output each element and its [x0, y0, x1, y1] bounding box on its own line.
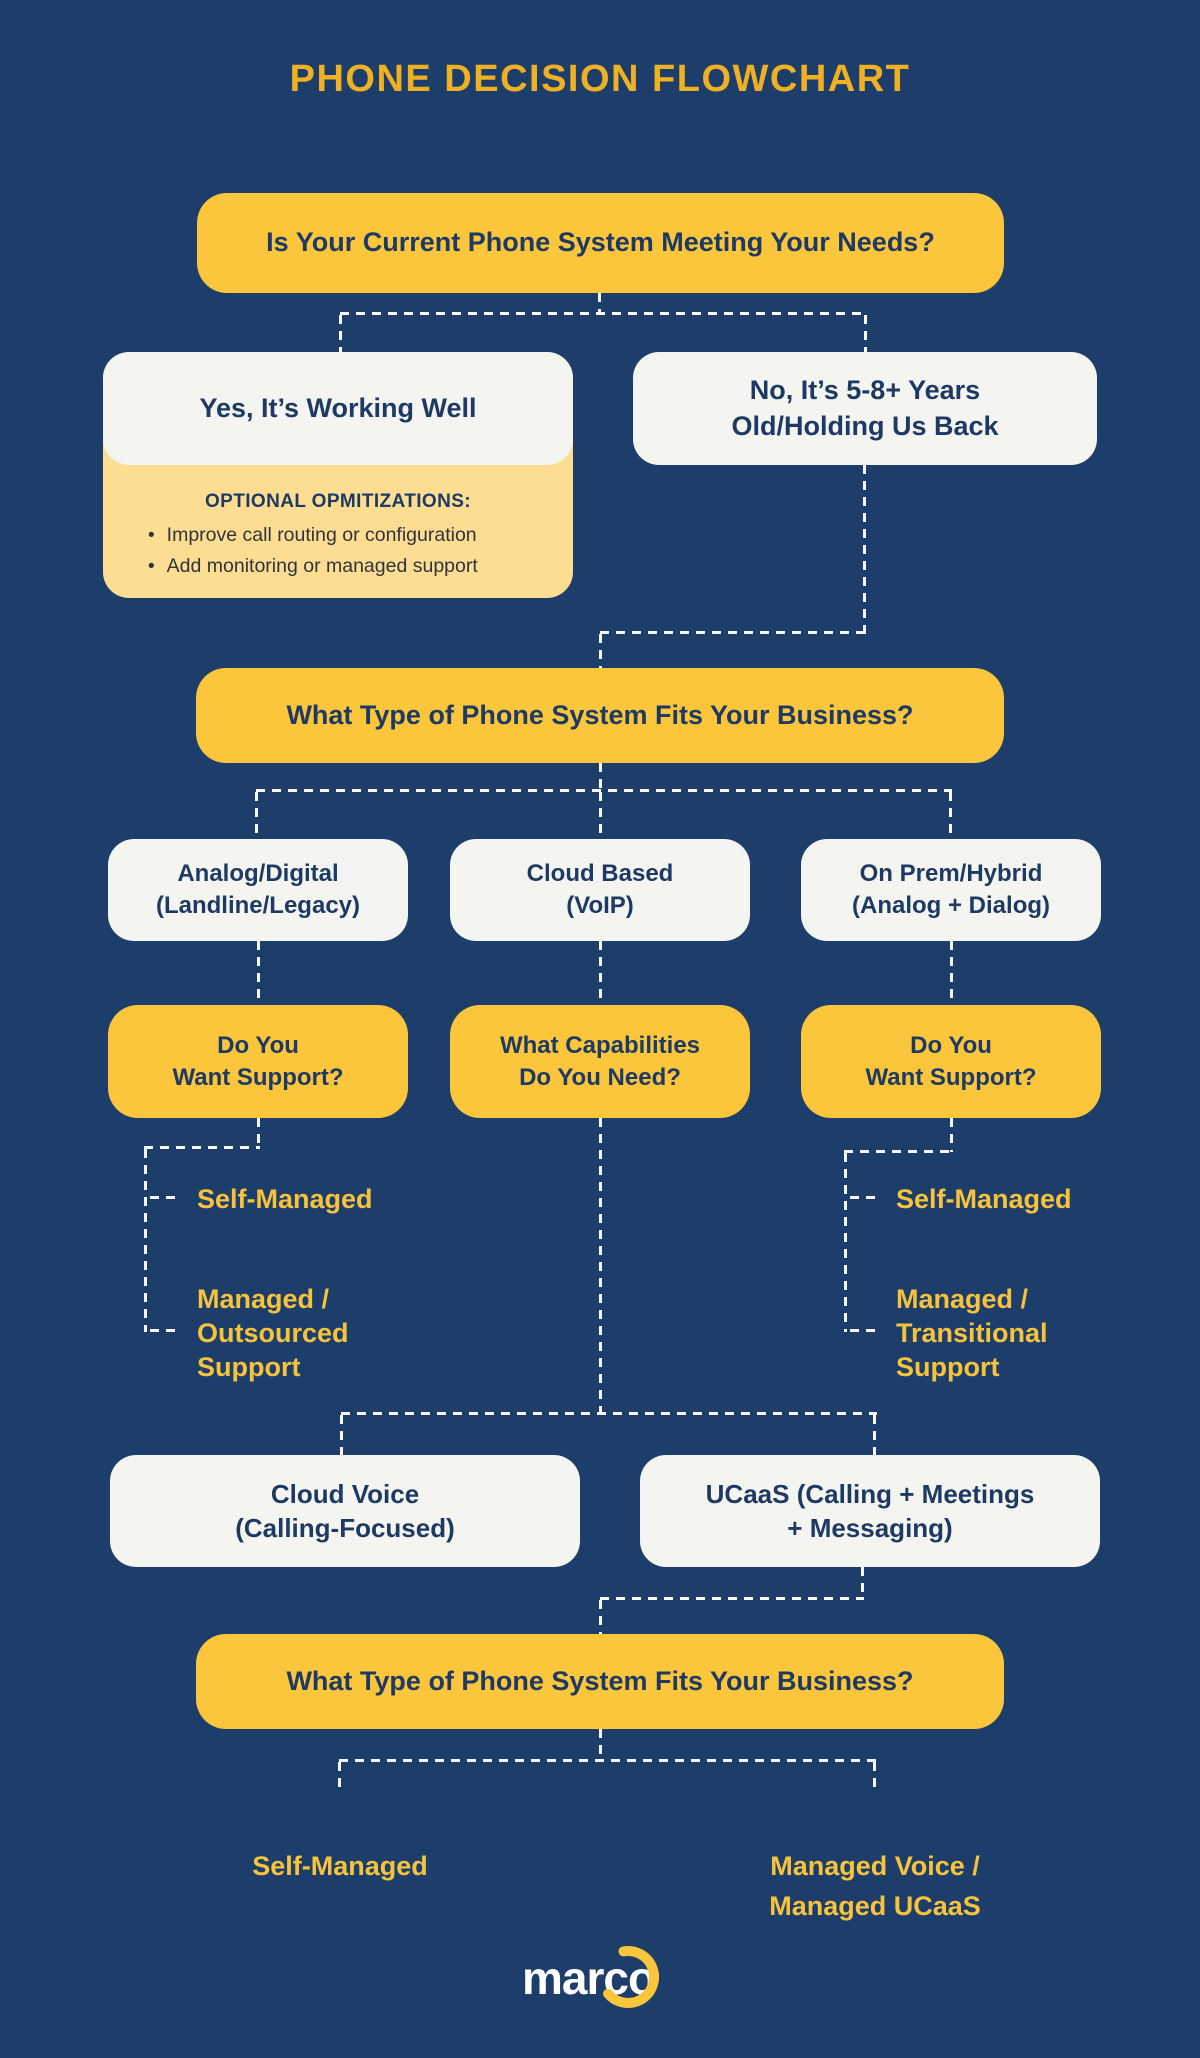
connector-segment: [338, 1762, 341, 1792]
option-label-self-managed-left: Self-Managed: [197, 1184, 373, 1214]
optional-optimizations-heading: OPTIONAL OPMITIZATIONS:: [204, 491, 472, 512]
type-text-line: Analog/Digital: [177, 860, 339, 888]
list-item: Add monitoring or managed support: [148, 551, 548, 582]
type-text-line: (VoIP): [566, 892, 634, 919]
connector-segment: [599, 1118, 602, 1414]
connector-segment: [598, 293, 601, 314]
option-text-line: Outsourced: [197, 1318, 349, 1348]
option-label-managed-outsourced: Managed / Outsourced Support: [197, 1282, 349, 1384]
question-text-line: Do You Need?: [519, 1063, 681, 1091]
question-box-support-left: Do You Want Support?: [108, 1005, 408, 1118]
type-box-on-prem-hybrid: On Prem/Hybrid (Analog + Dialog): [801, 839, 1101, 941]
question-box-management: What Type of Phone System Fits Your Busi…: [196, 1634, 1004, 1729]
connector-segment: [150, 1329, 178, 1332]
outcome-text-line: + Messaging): [787, 1513, 953, 1543]
type-box-analog-digital: Analog/Digital (Landline/Legacy): [108, 839, 408, 941]
connector-segment: [873, 1762, 876, 1792]
answer-text-line: Old/Holding Us Back: [731, 410, 999, 441]
question-text-line: Do You: [910, 1031, 992, 1059]
answer-box-yes: Yes, It’s Working Well: [103, 352, 573, 465]
connector-segment: [599, 763, 602, 791]
answer-text-line: No, It’s 5-8+ Years: [749, 374, 981, 405]
connector-segment: [850, 1329, 878, 1332]
type-text-line: Cloud Based: [526, 860, 674, 888]
type-text-line: On Prem/Hybrid: [859, 860, 1043, 888]
connector-segment: [844, 1153, 847, 1332]
question-text-line: Do You: [217, 1031, 299, 1059]
marco-logo-text: marco: [522, 1952, 655, 2004]
connector-segment: [864, 315, 867, 352]
connector-segment: [599, 634, 602, 668]
connector-segment: [599, 792, 602, 839]
question-text: Is Your Current Phone System Meeting You…: [266, 227, 935, 258]
question-box-system-type: What Type of Phone System Fits Your Busi…: [196, 668, 1004, 763]
connector-segment: [599, 1600, 602, 1634]
connector-segment: [600, 1597, 864, 1600]
outcome-box-ucaas: UCaaS (Calling + Meetings + Messaging): [640, 1455, 1100, 1567]
connector-segment: [339, 315, 342, 352]
list-item: Improve call routing or configuration: [148, 520, 548, 551]
connector-segment: [257, 1118, 260, 1148]
question-box-support-right: Do You Want Support?: [801, 1005, 1101, 1118]
connector-segment: [844, 1150, 953, 1153]
connector-segment: [341, 1412, 877, 1415]
connector-segment: [340, 1415, 343, 1455]
connector-segment: [257, 941, 260, 1005]
outcome-text-line: (Calling-Focused): [235, 1513, 455, 1543]
connector-segment: [861, 1567, 864, 1599]
option-text-line: Transitional: [896, 1318, 1048, 1348]
connector-segment: [340, 312, 868, 315]
connector-segment: [256, 789, 952, 792]
page-title: PHONE DECISION FLOWCHART: [289, 58, 911, 100]
outcome-text-line: UCaaS (Calling + Meetings: [705, 1478, 1035, 1509]
type-text-line: (Landline/Legacy): [155, 892, 361, 919]
option-text-line: Managed /: [896, 1284, 1029, 1314]
connector-segment: [863, 465, 866, 634]
option-text-line: Managed Voice /: [770, 1851, 980, 1881]
type-text-line: (Analog + Dialog): [852, 892, 1050, 919]
marco-logo: marco: [0, 1938, 1200, 2018]
question-text-line: What Capabilities: [499, 1031, 701, 1059]
outcome-box-cloud-voice: Cloud Voice (Calling-Focused): [110, 1455, 580, 1567]
final-option-managed: Managed Voice / Managed UCaaS: [723, 1846, 1027, 1926]
option-label-managed-transitional: Managed / Transitional Support: [896, 1282, 1048, 1384]
connector-segment: [950, 1118, 953, 1152]
question-text: What Type of Phone System Fits Your Busi…: [286, 1665, 914, 1696]
answer-box-no: No, It’s 5-8+ Years Old/Holding Us Back: [633, 352, 1097, 465]
connector-segment: [599, 941, 602, 1005]
final-option-self-managed: Self-Managed: [252, 1851, 428, 1881]
question-text-line: Want Support?: [172, 1063, 344, 1091]
connector-segment: [950, 941, 953, 1005]
connector-segment: [144, 1149, 147, 1332]
type-box-cloud-based: Cloud Based (VoIP): [450, 839, 750, 941]
option-text-line: Support: [896, 1352, 1000, 1382]
connector-segment: [144, 1146, 260, 1149]
answer-text: Yes, It’s Working Well: [199, 392, 477, 423]
optional-optimizations-list: Improve call routing or configuration Ad…: [148, 520, 548, 582]
question-box-capabilities: What Capabilities Do You Need?: [450, 1005, 750, 1118]
connector-segment: [949, 792, 952, 839]
connector-segment: [150, 1196, 178, 1199]
connector-segment: [339, 1759, 876, 1762]
connector-segment: [600, 631, 866, 634]
connector-segment: [850, 1196, 878, 1199]
option-text-line: Support: [197, 1352, 301, 1382]
marco-logo-graphic: marco: [522, 1946, 660, 2008]
connector-segment: [255, 792, 258, 839]
option-text-line: Managed UCaaS: [769, 1891, 981, 1921]
question-text: What Type of Phone System Fits Your Busi…: [286, 699, 914, 730]
connector-segment: [873, 1415, 876, 1455]
question-box-current-system: Is Your Current Phone System Meeting You…: [197, 193, 1004, 293]
connector-segment: [599, 1729, 602, 1761]
outcome-text-line: Cloud Voice: [270, 1478, 420, 1509]
question-text-line: Want Support?: [865, 1063, 1037, 1091]
option-label-self-managed-right: Self-Managed: [896, 1184, 1072, 1214]
option-text-line: Managed /: [197, 1284, 330, 1314]
marco-logo-arc-icon: [603, 1946, 660, 2008]
